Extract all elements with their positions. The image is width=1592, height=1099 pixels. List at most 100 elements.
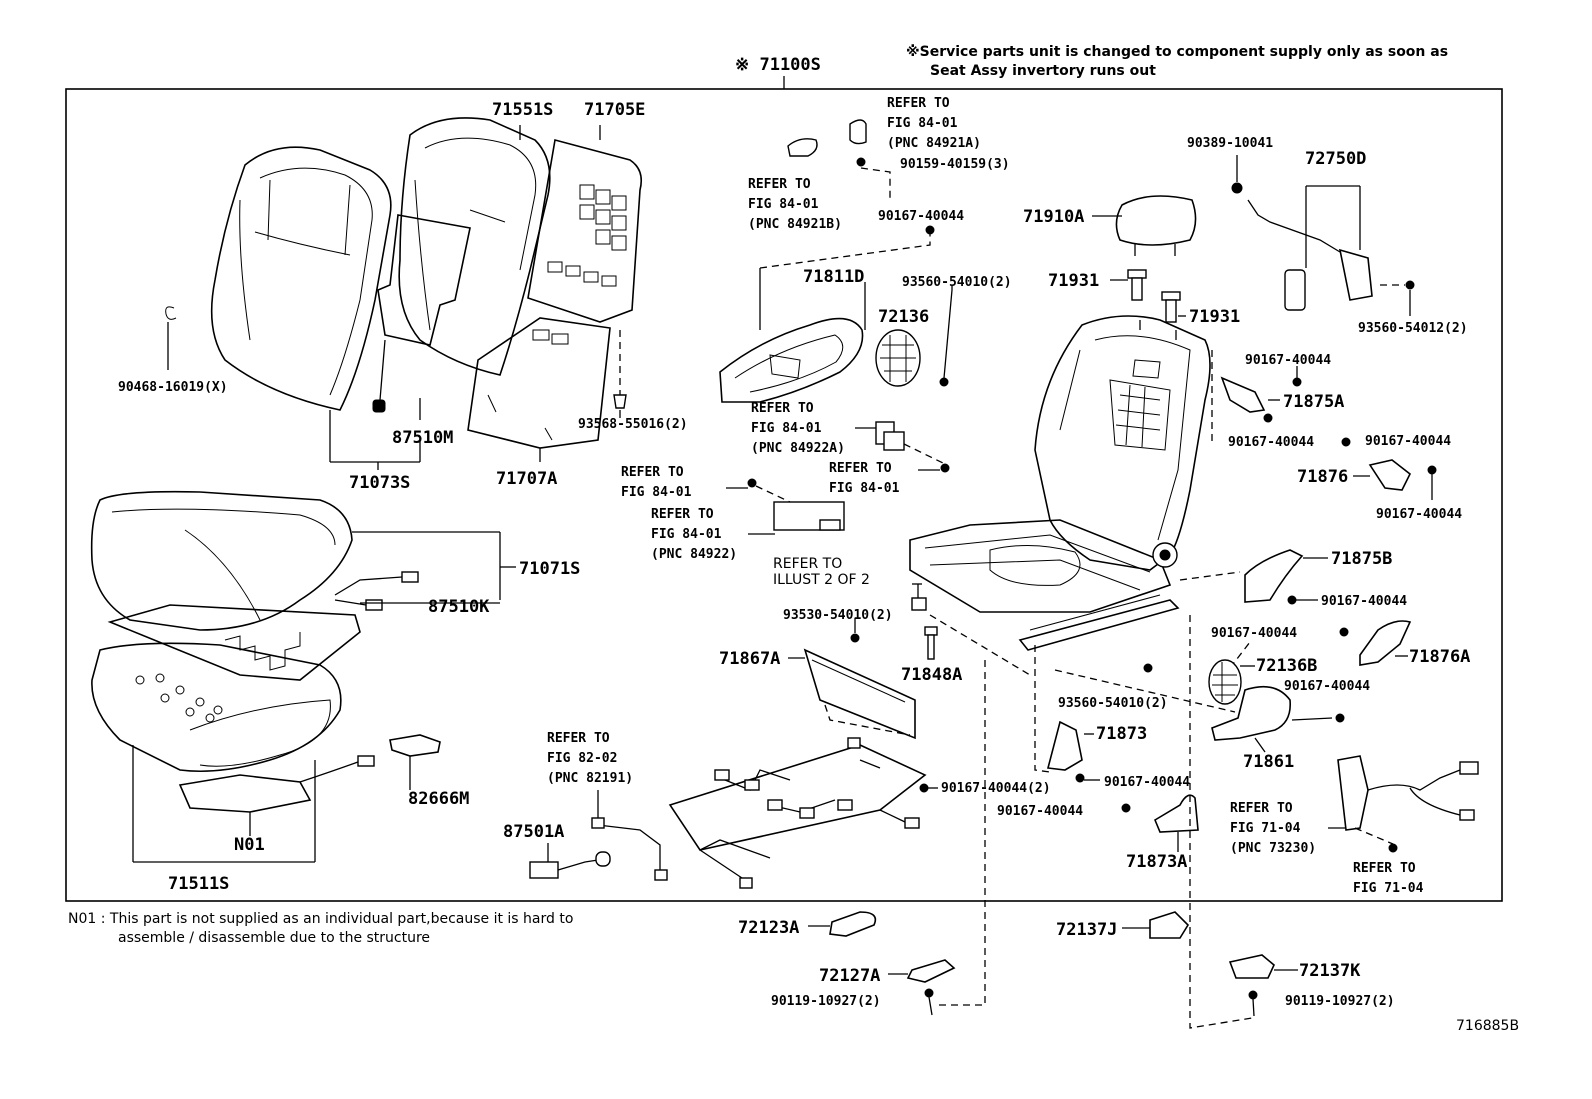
part-71876A[interactable]: 71876A bbox=[1409, 647, 1470, 667]
cover-72127A-drawing[interactable] bbox=[906, 959, 956, 983]
part-71867A[interactable]: 71867A bbox=[719, 649, 780, 669]
ref4-line1[interactable]: REFER TO bbox=[829, 461, 892, 476]
connector-87501A-drawing[interactable] bbox=[529, 851, 611, 879]
part-90167-40044-b[interactable]: 90167-40044 bbox=[1245, 353, 1331, 368]
switch-84922-drawing[interactable] bbox=[773, 501, 845, 531]
cushion-pad-drawing[interactable] bbox=[91, 642, 342, 772]
switch-84922A-drawing[interactable] bbox=[875, 421, 905, 451]
bracket-71873-drawing[interactable] bbox=[1046, 720, 1083, 771]
part-90119-10927-a[interactable]: 90119-10927(2) bbox=[771, 994, 881, 1009]
part-90167-40044-k[interactable]: 90167-40044(2) bbox=[941, 781, 1051, 796]
floor-harness-drawing[interactable] bbox=[591, 737, 927, 889]
switch-knob-84921B-drawing[interactable] bbox=[787, 138, 818, 157]
part-90167-40044-e[interactable]: 90167-40044 bbox=[1376, 507, 1462, 522]
ref6-line3[interactable]: (PNC 84922) bbox=[651, 547, 737, 562]
cushion-cover-drawing[interactable] bbox=[90, 490, 353, 631]
ref10-line2[interactable]: FIG 71-04 bbox=[1353, 881, 1424, 896]
part-93560-54012[interactable]: 93560-54012(2) bbox=[1358, 321, 1468, 336]
part-71876[interactable]: 71876 bbox=[1297, 467, 1348, 487]
seatbelt-buckle-73230-drawing[interactable] bbox=[1337, 755, 1479, 831]
part-71875A[interactable]: 71875A bbox=[1283, 392, 1344, 412]
part-90167-40044-a[interactable]: 90167-40044 bbox=[878, 209, 964, 224]
part-90167-40044-c[interactable]: 90167-40044 bbox=[1228, 435, 1314, 450]
ref3-line3[interactable]: (PNC 84922A) bbox=[751, 441, 845, 456]
part-90159-40159[interactable]: 90159-40159(3) bbox=[900, 157, 1010, 172]
cover-72123A-drawing[interactable] bbox=[829, 911, 877, 937]
headrest-support-71931-a-drawing[interactable] bbox=[1127, 269, 1147, 301]
bracket-71873A-drawing[interactable] bbox=[1153, 794, 1199, 833]
bracket-71875A-drawing[interactable] bbox=[1220, 376, 1266, 413]
ref1-line2[interactable]: FIG 84-01 bbox=[887, 116, 958, 131]
pin-71848A-drawing[interactable] bbox=[924, 626, 938, 660]
part-71073S[interactable]: 71073S bbox=[349, 473, 410, 493]
part-71848A[interactable]: 71848A bbox=[901, 665, 962, 685]
part-90167-40044-f[interactable]: 90167-40044 bbox=[1321, 594, 1407, 609]
ref10-line1[interactable]: REFER TO bbox=[1353, 861, 1416, 876]
ref8-line2[interactable]: FIG 82-02 bbox=[547, 751, 617, 766]
lever-71861-drawing[interactable] bbox=[1211, 685, 1292, 741]
ref6-line2[interactable]: FIG 84-01 bbox=[651, 527, 722, 542]
ref7-line1[interactable]: REFER TO bbox=[773, 556, 842, 572]
part-71705E[interactable]: 71705E bbox=[584, 100, 645, 120]
part-71071S[interactable]: 71071S bbox=[519, 559, 580, 579]
cable-72750D-drawing[interactable] bbox=[1231, 182, 1415, 311]
seatback-pad-drawing[interactable] bbox=[398, 117, 551, 376]
cover-71867A-drawing[interactable] bbox=[803, 648, 916, 740]
ref9-line2[interactable]: FIG 71-04 bbox=[1230, 821, 1301, 836]
part-90167-40044-j[interactable]: 90167-40044 bbox=[997, 804, 1083, 819]
part-71910A[interactable]: 71910A bbox=[1023, 207, 1084, 227]
ref3-line2[interactable]: FIG 84-01 bbox=[751, 421, 822, 436]
part-71931-a[interactable]: 71931 bbox=[1048, 271, 1099, 291]
part-71551S[interactable]: 71551S bbox=[492, 100, 553, 120]
part-71861[interactable]: 71861 bbox=[1243, 752, 1294, 772]
part-71707A[interactable]: 71707A bbox=[496, 469, 557, 489]
part-87510K[interactable]: 87510K bbox=[428, 597, 490, 617]
switch-knob-84921A-drawing[interactable] bbox=[849, 119, 867, 145]
seatback-heater-drawing[interactable] bbox=[329, 214, 471, 470]
part-93530-54010[interactable]: 93530-54010(2) bbox=[783, 608, 893, 623]
part-90119-10927-b[interactable]: 90119-10927(2) bbox=[1285, 994, 1395, 1009]
headrest-support-71931-b-drawing[interactable] bbox=[1161, 291, 1181, 323]
part-93560-54010-a[interactable]: 93560-54010(2) bbox=[902, 275, 1012, 290]
ref8-line1[interactable]: REFER TO bbox=[547, 731, 610, 746]
part-90167-40044-h[interactable]: 90167-40044 bbox=[1284, 679, 1370, 694]
part-71873[interactable]: 71873 bbox=[1096, 724, 1147, 744]
part-90167-40044-d[interactable]: 90167-40044 bbox=[1365, 434, 1451, 449]
ref7-line2[interactable]: ILLUST 2 OF 2 bbox=[773, 572, 870, 588]
ref8-line3[interactable]: (PNC 82191) bbox=[547, 771, 633, 786]
part-71873A[interactable]: 71873A bbox=[1126, 852, 1187, 872]
part-90167-40044-i[interactable]: 90167-40044 bbox=[1104, 775, 1190, 790]
part-71931-b[interactable]: 71931 bbox=[1189, 307, 1240, 327]
part-72137K[interactable]: 72137K bbox=[1299, 961, 1361, 981]
headrest-71910A-drawing[interactable] bbox=[1115, 195, 1197, 256]
side-shield-71811D-drawing[interactable] bbox=[719, 317, 864, 403]
ref5-line1[interactable]: REFER TO bbox=[621, 465, 684, 480]
ref1-line1[interactable]: REFER TO bbox=[887, 96, 950, 111]
ref6-line1[interactable]: REFER TO bbox=[651, 507, 714, 522]
part-87510M[interactable]: 87510M bbox=[392, 428, 453, 448]
ref4-line2[interactable]: FIG 84-01 bbox=[829, 481, 900, 496]
ref3-line1[interactable]: REFER TO bbox=[751, 401, 814, 416]
assembly-code[interactable]: ※ 71100S bbox=[735, 55, 821, 75]
part-72750D[interactable]: 72750D bbox=[1305, 149, 1366, 169]
part-72127A[interactable]: 72127A bbox=[819, 966, 880, 986]
cover-72137K-drawing[interactable] bbox=[1228, 954, 1275, 979]
part-87501A[interactable]: 87501A bbox=[503, 822, 564, 842]
seatback-board-drawing[interactable] bbox=[419, 139, 643, 449]
part-71511S[interactable]: 71511S bbox=[168, 874, 229, 894]
knob-72136B-drawing[interactable] bbox=[1208, 659, 1242, 705]
part-N01[interactable]: N01 bbox=[234, 835, 265, 855]
part-71875B[interactable]: 71875B bbox=[1331, 549, 1392, 569]
part-71811D[interactable]: 71811D bbox=[803, 267, 864, 287]
part-93568-55016[interactable]: 93568-55016(2) bbox=[578, 417, 688, 432]
part-72136B[interactable]: 72136B bbox=[1256, 656, 1317, 676]
part-82666M-drawing[interactable] bbox=[389, 734, 441, 790]
ref9-line3[interactable]: (PNC 73230) bbox=[1230, 841, 1316, 856]
seatback-cover-drawing[interactable] bbox=[210, 146, 392, 411]
ref1-line3[interactable]: (PNC 84921A) bbox=[887, 136, 981, 151]
part-82666M[interactable]: 82666M bbox=[408, 789, 469, 809]
cover-72137J-drawing[interactable] bbox=[1149, 911, 1190, 939]
ref5-line2[interactable]: FIG 84-01 bbox=[621, 485, 692, 500]
part-93560-54010-c[interactable]: 93560-54010(2) bbox=[1058, 696, 1168, 711]
part-90389-10041[interactable]: 90389-10041 bbox=[1187, 136, 1273, 151]
